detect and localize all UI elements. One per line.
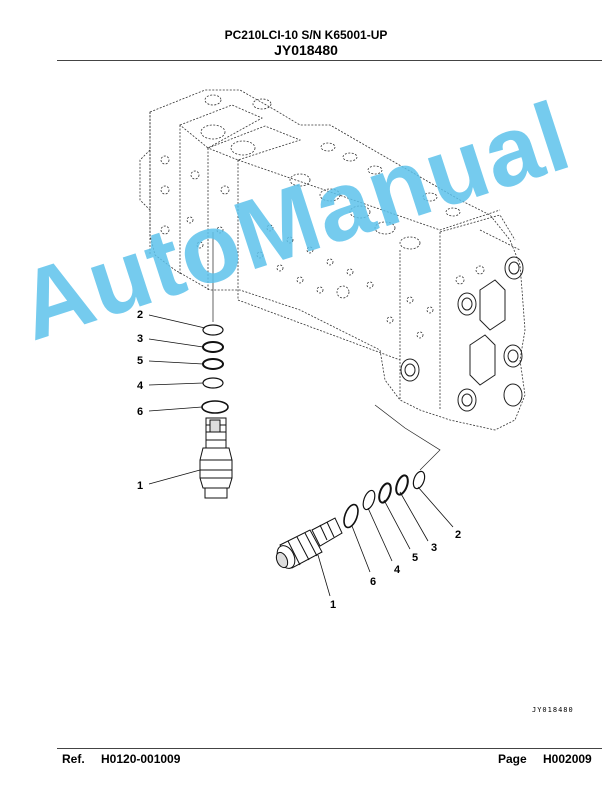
callout-2-left: 2 bbox=[137, 309, 143, 321]
callout-3-left: 3 bbox=[137, 333, 143, 345]
right-seal-stack bbox=[343, 470, 426, 529]
model-title: PC210LCI-10 S/N K65001-UP bbox=[224, 28, 388, 42]
left-seal-stack bbox=[201, 324, 229, 414]
callout-6-left: 6 bbox=[137, 406, 143, 418]
ring-3-right bbox=[395, 474, 409, 496]
ring-4-left bbox=[202, 377, 224, 389]
callout-3-right: 3 bbox=[431, 542, 437, 554]
callout-4-right: 4 bbox=[394, 564, 401, 576]
ring-2-left bbox=[202, 324, 224, 336]
ring-5-left bbox=[202, 358, 224, 370]
ref-label: Ref. bbox=[62, 752, 85, 766]
ref-value: H0120-001009 bbox=[101, 752, 181, 766]
assembly-leaders bbox=[212, 232, 441, 471]
header-divider bbox=[57, 60, 602, 61]
callout-6-right: 6 bbox=[370, 576, 376, 588]
ring-3-left bbox=[202, 341, 224, 353]
oring-6-left bbox=[201, 400, 229, 414]
drawing-code: JY018480 bbox=[532, 706, 574, 714]
callout-2-right: 2 bbox=[455, 529, 461, 541]
end-cover bbox=[400, 256, 524, 412]
ring-4-right bbox=[362, 489, 376, 511]
ring-5-right bbox=[378, 482, 392, 504]
callout-1-right: 1 bbox=[330, 599, 336, 611]
relief-valve-right bbox=[275, 517, 343, 569]
callout-5-right: 5 bbox=[412, 552, 418, 564]
page-value: H002009 bbox=[543, 752, 592, 766]
callout-leaders bbox=[148, 314, 454, 597]
relief-valve-left bbox=[199, 417, 233, 499]
footer-divider bbox=[57, 748, 602, 749]
control-valve-body bbox=[139, 89, 526, 431]
callout-5-left: 5 bbox=[137, 355, 143, 367]
oring-6-right bbox=[343, 503, 359, 529]
illustration-id: JY018480 bbox=[274, 42, 338, 58]
page-label: Page bbox=[498, 752, 527, 766]
ring-2-right bbox=[412, 470, 426, 490]
callout-4-left: 4 bbox=[137, 380, 144, 392]
callout-1-left: 1 bbox=[137, 480, 143, 492]
valve-ports bbox=[160, 94, 485, 339]
